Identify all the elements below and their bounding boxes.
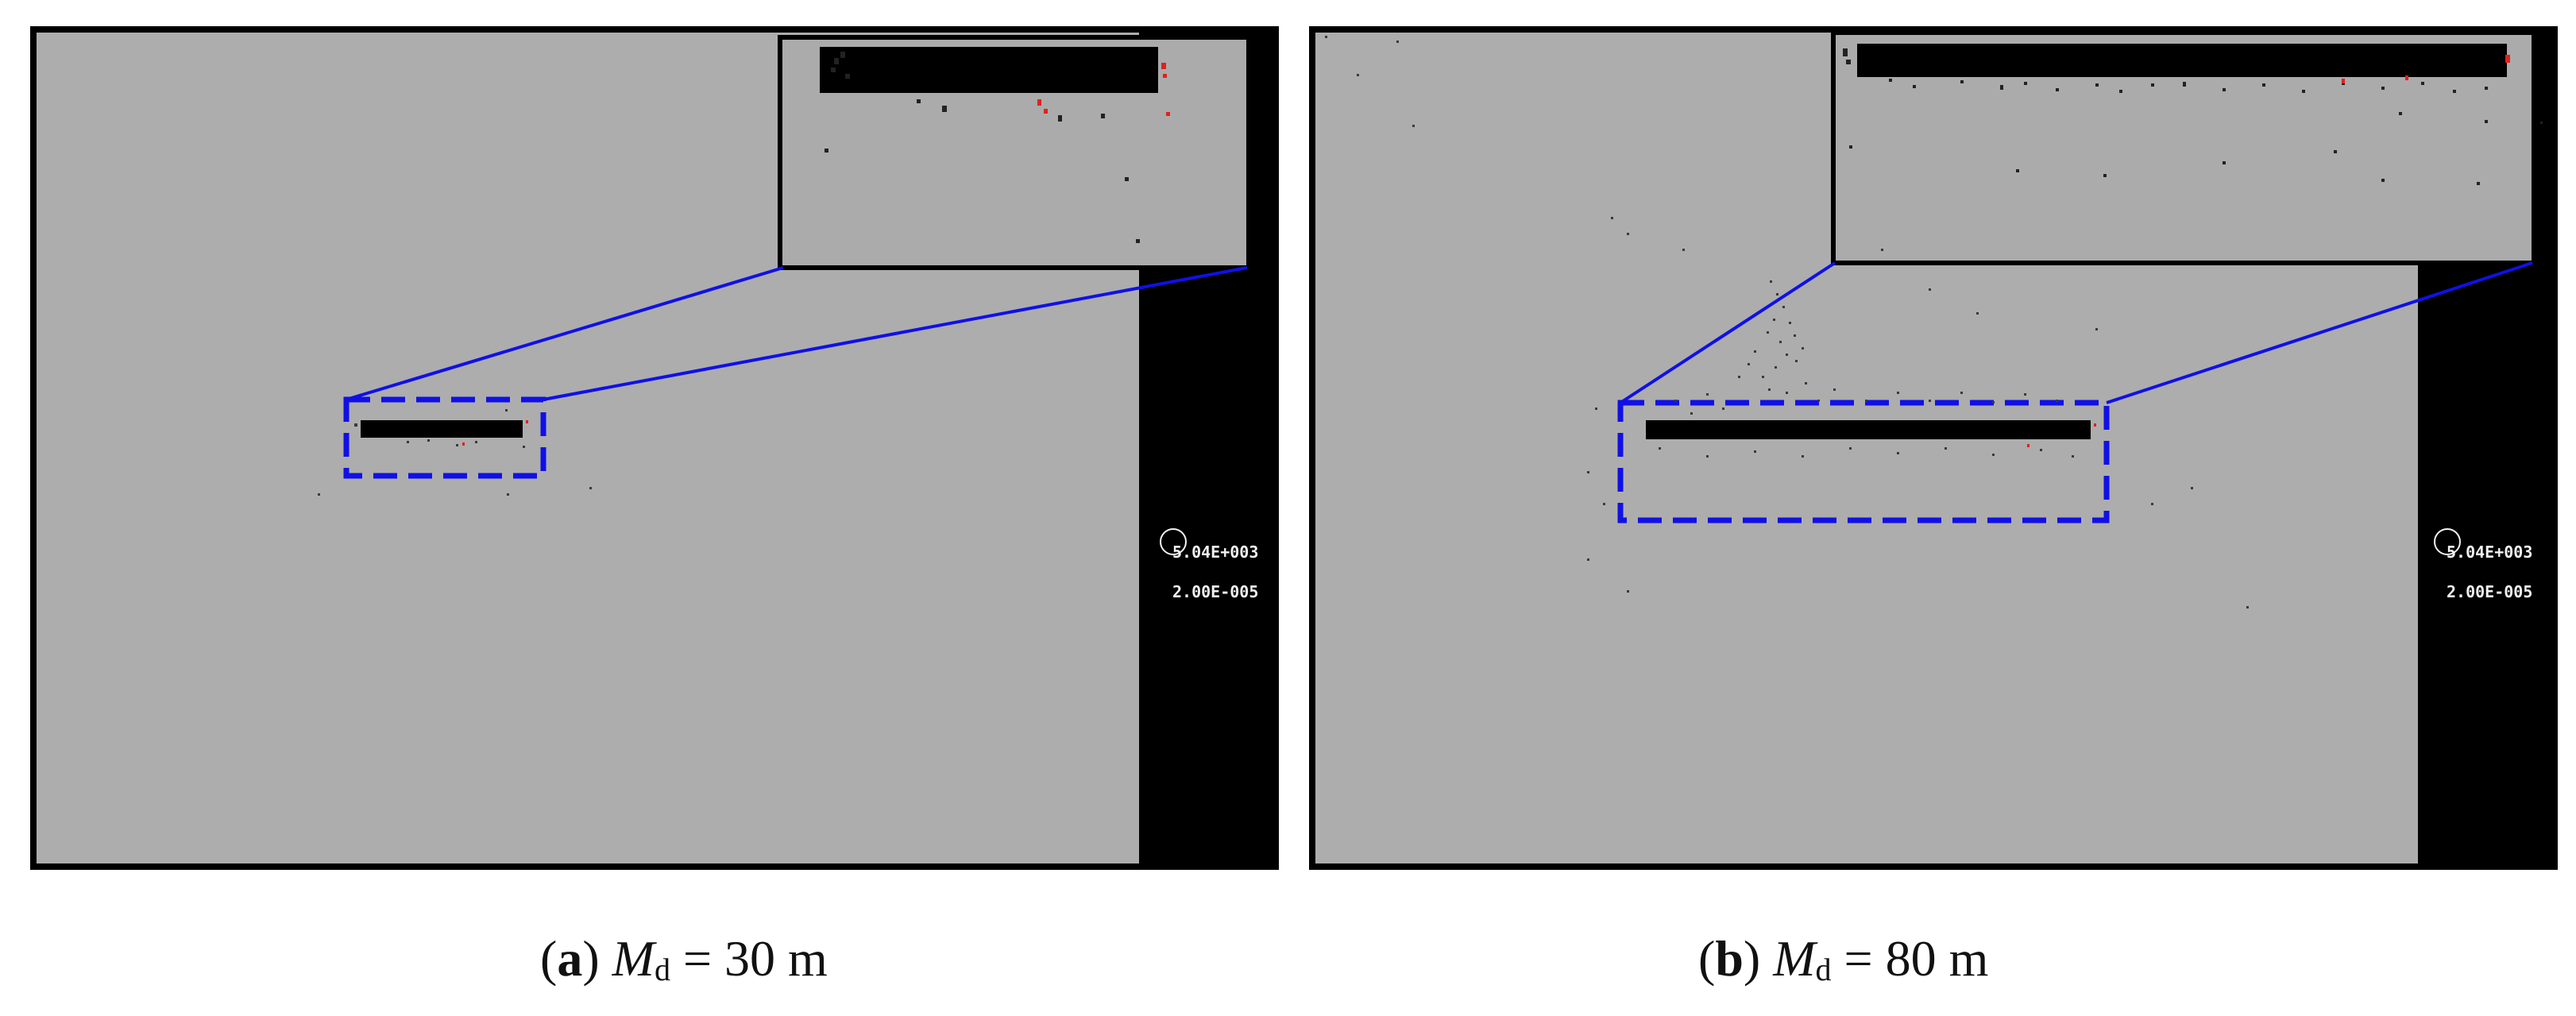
panel-a-overlay	[318, 35, 1251, 496]
inset-crack-points-a	[825, 52, 1140, 243]
legend-value-top-a: 5.04E+003	[1172, 543, 1259, 562]
caption-value-a: = 30 m	[682, 930, 828, 987]
caption-label-a: a	[557, 930, 583, 987]
inset-highlight-points-b	[2342, 55, 2510, 83]
caption-b: (b) Md = 80 m	[1698, 930, 1989, 987]
caption-subscript-b: d	[1815, 952, 1832, 987]
dashed-zoom-box-a	[343, 396, 546, 479]
opening-a	[361, 420, 523, 438]
inset-opening-b	[1857, 44, 2507, 77]
figure-panel-b: 5.04E+003 2.00E-005	[1309, 26, 2558, 870]
highlight-points-a	[462, 420, 528, 446]
legend-value-bottom-b: 2.00E-005	[2447, 582, 2533, 601]
figure-panel-a: 5.04E+003 2.00E-005	[30, 26, 1279, 870]
opening-b	[1646, 420, 2091, 439]
crack-points-a	[318, 409, 592, 496]
leader-line-right-b	[2106, 261, 2533, 404]
leader-line-right-a	[543, 266, 1248, 401]
legend-value-top-b: 5.04E+003	[2447, 543, 2533, 562]
legend-value-bottom-a: 2.00E-005	[1172, 582, 1259, 601]
caption-subscript-a: d	[654, 952, 670, 987]
caption-value-b: = 80 m	[1844, 930, 1989, 987]
inset-crack-points-b	[1843, 48, 2543, 185]
caption-a: (a) Md = 30 m	[540, 930, 828, 987]
caption-label-b: b	[1715, 930, 1744, 987]
legend-circle-icon	[1160, 528, 1187, 555]
highlight-points-b	[2027, 423, 2096, 447]
legend-circle-icon	[2434, 528, 2461, 555]
panel-b-overlay	[1325, 30, 2543, 608]
caption-symbol-a: M	[612, 930, 655, 987]
inset-highlight-points-a	[1037, 63, 1170, 116]
inset-opening-a	[820, 47, 1158, 93]
leader-line-left-a	[346, 266, 784, 401]
caption-symbol-b: M	[1773, 930, 1816, 987]
crack-points-b	[1325, 36, 2249, 608]
dashed-zoom-box-b	[1617, 400, 2110, 523]
leader-line-left-b	[1619, 261, 1836, 404]
